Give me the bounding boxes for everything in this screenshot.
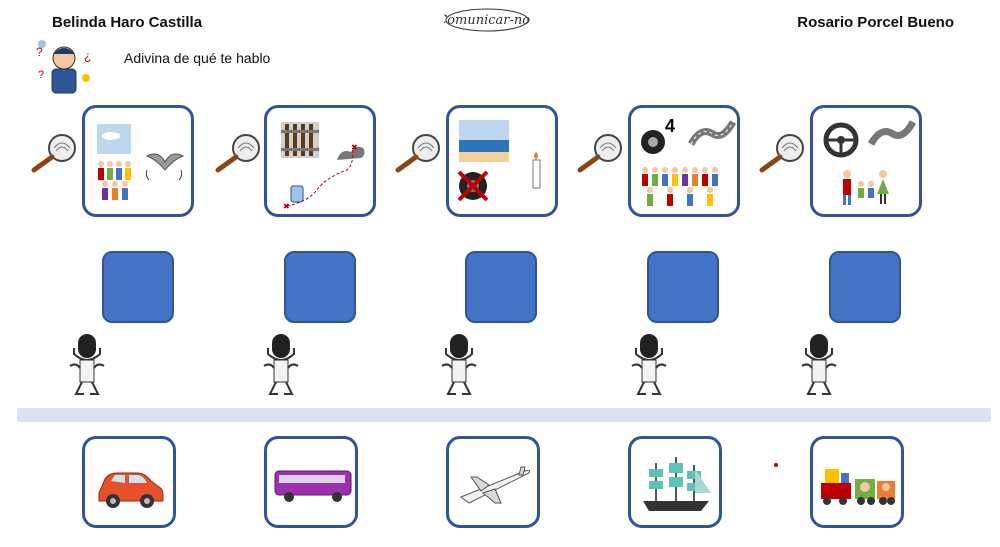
bus-icon	[274, 470, 352, 502]
instruction-text: Adivina de qué te hablo	[124, 50, 271, 66]
svg-text:✖: ✖	[283, 202, 290, 211]
clue-card-5	[810, 105, 922, 217]
answer-box-1[interactable]	[102, 251, 174, 323]
wheel-icon	[641, 130, 665, 154]
option-card-airplane[interactable]	[446, 436, 540, 528]
answer-box-3[interactable]	[465, 251, 537, 323]
sky-icon	[97, 124, 131, 154]
clue-card-1	[82, 105, 194, 217]
option-card-train[interactable]	[810, 436, 904, 528]
family-icon	[843, 170, 889, 205]
divider-bar	[17, 408, 991, 422]
answer-box-5[interactable]	[829, 251, 901, 323]
road-icon	[687, 120, 737, 146]
svg-text:¿: ¿	[84, 49, 91, 63]
sea-icon	[459, 120, 509, 162]
author-right: Rosario Porcel Bueno	[797, 14, 954, 31]
crowd-icon	[642, 167, 718, 206]
route-icon: ✖✖	[283, 143, 358, 211]
author-left: Belinda Haro Castilla	[52, 14, 203, 31]
logo: Comunicar-nos	[444, 8, 530, 32]
smoke-icon	[337, 146, 365, 160]
suitcase-icon	[290, 185, 304, 203]
car-icon	[98, 472, 164, 508]
fingerprint-magnifier-icon	[395, 134, 440, 173]
fingerprint-magnifier-icon	[31, 134, 76, 173]
steering-wheel-icon	[823, 122, 859, 158]
microphone-icon[interactable]	[438, 332, 480, 398]
logo-text: Comunicar-nos	[444, 13, 530, 28]
thinking-person-icon: ? ¿ ?	[36, 40, 91, 94]
microphone-icon[interactable]	[260, 332, 302, 398]
clue-card-3	[446, 105, 558, 217]
svg-text:?: ?	[36, 45, 43, 59]
fingerprint-magnifier-icon	[577, 134, 622, 173]
people-icon	[98, 161, 131, 200]
ship-icon	[643, 457, 711, 511]
fingerprint-magnifier-icon	[215, 134, 260, 173]
candle-icon	[532, 152, 541, 189]
microphone-icon[interactable]	[628, 332, 670, 398]
option-card-bus[interactable]	[264, 436, 358, 528]
microphone-icon[interactable]	[66, 332, 108, 398]
clue-card-4: 4	[628, 105, 740, 217]
bird-icon	[145, 153, 185, 181]
answer-box-2[interactable]	[284, 251, 356, 323]
answer-box-4[interactable]	[647, 251, 719, 323]
option-card-car[interactable]	[82, 436, 176, 528]
fingerprint-magnifier-icon	[759, 134, 804, 173]
microphone-icon[interactable]	[798, 332, 840, 398]
marker-dot	[774, 463, 778, 467]
no-wheel-icon	[457, 170, 489, 202]
svg-text:✖: ✖	[351, 143, 358, 152]
airplane-icon	[459, 466, 530, 504]
svg-text:?: ?	[38, 69, 44, 81]
rail-track-icon	[281, 122, 319, 158]
clue-card-2: ✖✖	[264, 105, 376, 217]
option-card-ship[interactable]	[628, 436, 722, 528]
road-icon	[867, 120, 917, 146]
train-icon	[821, 469, 895, 505]
clue-number: 4	[665, 116, 675, 136]
